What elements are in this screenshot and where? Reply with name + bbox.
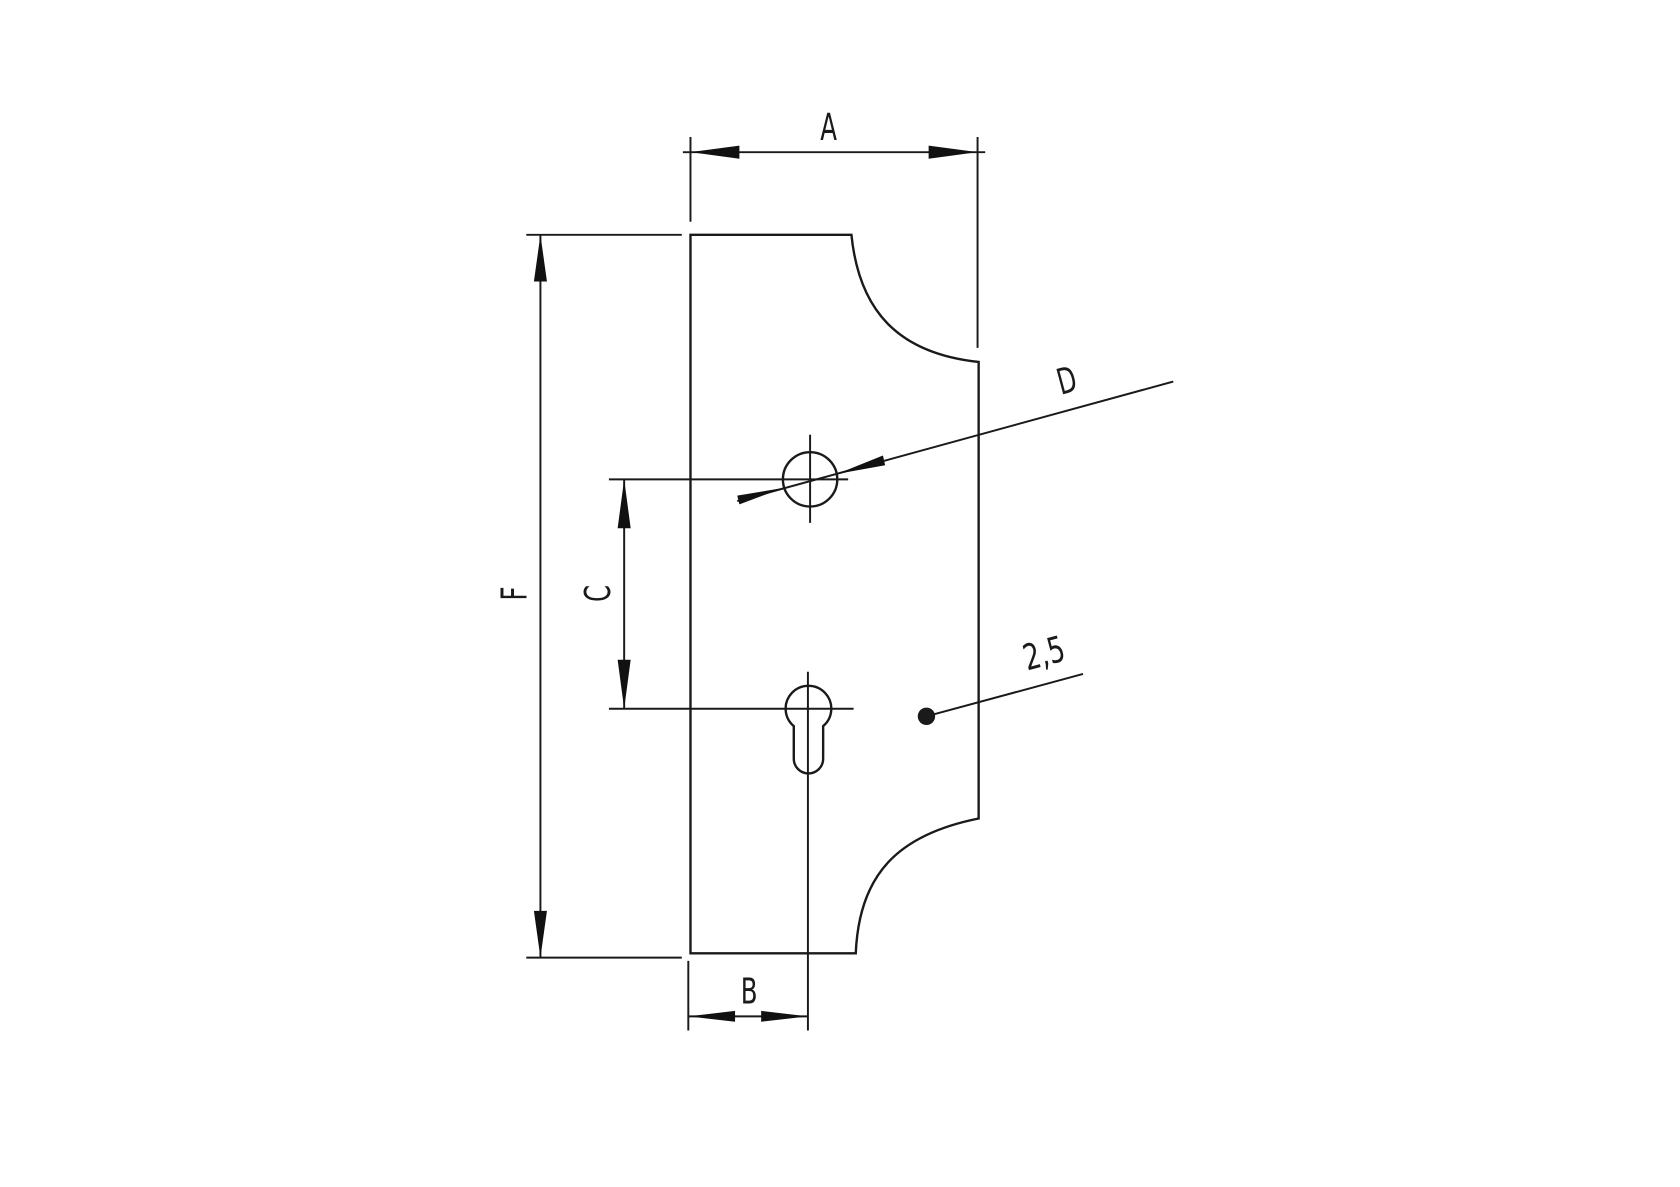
handle-hole [608, 434, 849, 523]
plate-outline [689, 233, 980, 955]
dimension-a: A [682, 107, 986, 348]
dimension-f-label: F [495, 586, 536, 600]
fixing-hole-callout-label: 2,5 [1019, 629, 1070, 680]
dimension-d-label: D [1053, 359, 1082, 403]
dimension-a-label: A [820, 107, 837, 150]
dimension-c-label: C [578, 585, 619, 602]
dimension-d: D [736, 359, 1174, 505]
keyhole-cutout [608, 671, 854, 1031]
dimension-b: B [687, 960, 808, 1031]
dimension-f: F [495, 233, 682, 959]
fixing-hole-callout: 2,5 [926, 629, 1084, 718]
dimension-b-label: B [741, 972, 758, 1013]
dimension-c: C [578, 479, 631, 709]
